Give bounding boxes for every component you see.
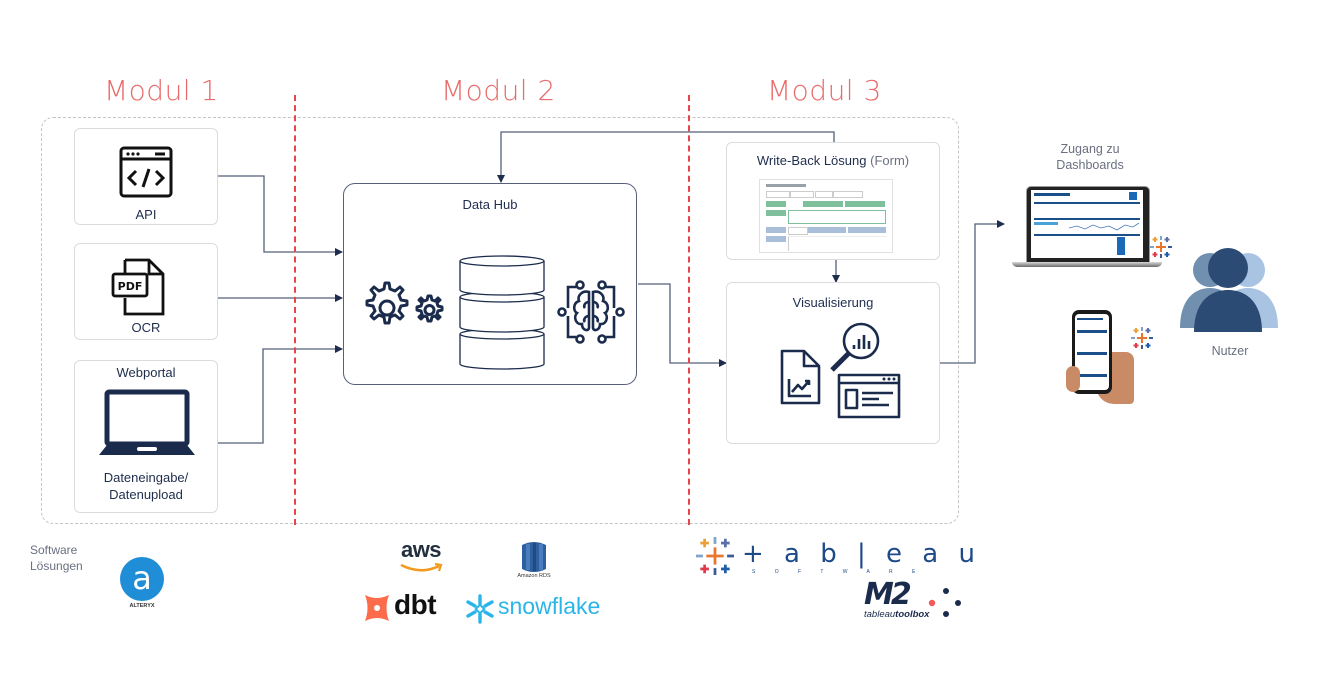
m2-sub-toolbox: toolbox xyxy=(895,609,930,620)
visualization-card[interactable]: Visualisierung xyxy=(726,282,940,444)
source-webportal-card[interactable]: Webportal Dateneingabe/ Datenupload xyxy=(74,360,218,513)
tableau-software-logo: + a b | e a u S O F T W A R E xyxy=(696,537,975,579)
users-label: Nutzer xyxy=(1211,344,1249,358)
write-back-title-suffix: (Form) xyxy=(870,153,910,168)
source-ocr-card[interactable]: PDF OCR xyxy=(74,243,218,340)
m2-tableau-toolbox-logo: M2 tableautoolbox xyxy=(862,577,962,623)
module-1-title: Modul 1 xyxy=(104,74,219,107)
visualization-to-dashboards-arrow xyxy=(940,220,1005,364)
snowflake-logo: snowflake xyxy=(465,592,605,624)
laptop-icon xyxy=(99,389,195,455)
module-3-title: Modul 3 xyxy=(767,74,882,107)
source-api-card[interactable]: API xyxy=(74,128,218,225)
ai-brain-icon xyxy=(557,280,625,344)
phone-dashboard-image xyxy=(1066,310,1134,404)
tableau-logo-small-icon xyxy=(1150,236,1172,258)
webportal-to-hub-arrow xyxy=(218,345,343,444)
snowflake-logo-text: snowflake xyxy=(498,593,601,619)
write-back-title-main: Write-Back Lösung xyxy=(756,153,867,168)
svg-text:PDF: PDF xyxy=(118,280,143,293)
tableau-logo-small-icon-2 xyxy=(1131,327,1153,349)
dashboard-access-title: Zugang zu Dashboards xyxy=(1030,141,1150,173)
webportal-label: Dateneingabe/ Datenupload xyxy=(75,469,217,503)
dbt-logo-text: dbt xyxy=(394,589,437,620)
webportal-label-line2: Datenupload xyxy=(109,487,183,502)
data-hub-title: Data Hub xyxy=(462,197,518,212)
software-solutions-label: Software Lösungen xyxy=(30,542,83,574)
dashboard-access-line1: Zugang zu xyxy=(1060,142,1120,156)
tableau-logo-subtext: S O F T W A R E xyxy=(752,569,925,575)
analytics-report-icon xyxy=(780,322,901,419)
laptop-dashboard-image xyxy=(1012,186,1162,268)
write-back-card[interactable]: Write-Back Lösung (Form) xyxy=(726,142,940,260)
m2-logo-subtext: tableautoolbox xyxy=(864,609,929,620)
webportal-title: Webportal xyxy=(116,365,176,380)
amazon-rds-logo-text: Amazon RDS xyxy=(517,573,551,579)
alteryx-logo-text: ALTERYX xyxy=(129,603,155,609)
amazon-rds-logo: Amazon RDS xyxy=(512,541,556,581)
code-window-icon xyxy=(119,146,173,198)
m2-logo-text: M2 xyxy=(864,577,912,612)
users-group-icon xyxy=(1180,248,1278,332)
write-back-form-preview xyxy=(759,179,893,253)
module-2-title: Modul 2 xyxy=(441,74,556,107)
writeback-to-hub-arrow xyxy=(497,131,835,183)
aws-logo: aws xyxy=(395,537,447,577)
dashboard-access-line2: Dashboards xyxy=(1056,158,1124,172)
source-ocr-label: OCR xyxy=(131,320,161,335)
tableau-logo-text: + a b | e a u xyxy=(742,539,981,569)
database-icon xyxy=(459,255,545,370)
module-divider-2 xyxy=(688,95,690,525)
write-back-title: Write-Back Lösung (Form) xyxy=(727,153,939,168)
module-divider-1 xyxy=(294,95,296,525)
software-label-line2: Lösungen xyxy=(30,559,83,573)
software-label-line1: Software xyxy=(30,543,78,557)
gears-icon xyxy=(365,281,444,325)
webportal-label-line1: Dateneingabe/ xyxy=(103,470,189,485)
architecture-container xyxy=(41,117,959,524)
pdf-file-icon: PDF xyxy=(111,258,165,316)
m2-sub-tableau: tableau xyxy=(864,609,896,620)
visualization-title: Visualisierung xyxy=(792,295,874,310)
alteryx-logo: a ALTERYX xyxy=(118,557,166,613)
hub-to-visualization-arrow xyxy=(638,283,727,367)
data-hub-box[interactable]: Data Hub xyxy=(343,183,637,385)
source-api-label: API xyxy=(135,207,157,222)
aws-logo-text: aws xyxy=(400,537,442,562)
dbt-logo: dbt xyxy=(362,589,450,623)
api-to-hub-arrow xyxy=(218,175,343,256)
